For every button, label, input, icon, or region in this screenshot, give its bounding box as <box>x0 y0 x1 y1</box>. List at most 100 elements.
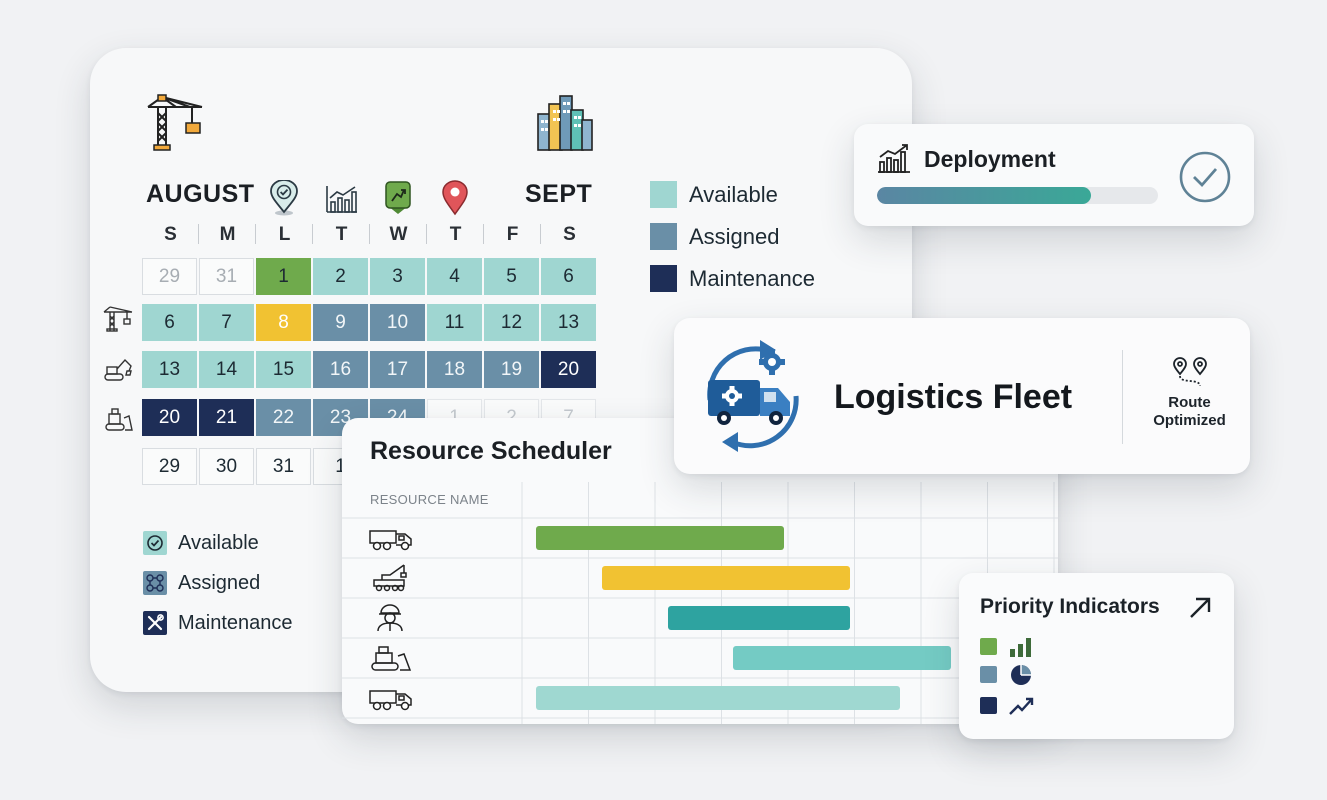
deployment-chart-icon <box>878 144 910 173</box>
bulldozer-small-icon <box>105 408 133 431</box>
schedule-bar-4[interactable] <box>536 686 901 710</box>
day-of-week-separator <box>198 224 199 244</box>
calendar-day-cell[interactable]: 22 <box>256 399 311 436</box>
calendar-day-cell[interactable]: 4 <box>427 258 482 295</box>
day-of-week-separator <box>483 224 484 244</box>
calendar-day-cell[interactable]: 21 <box>199 399 254 436</box>
priority-swatch-0 <box>980 638 997 655</box>
legend-available: Available <box>143 531 259 555</box>
tower-crane-icon <box>147 94 203 151</box>
dump-truck-icon <box>369 690 412 711</box>
calendar-day-cell[interactable]: 17 <box>370 351 425 388</box>
growth-chart-icon <box>326 186 357 213</box>
calendar-day-cell[interactable]: 6 <box>541 258 596 295</box>
priority-swatch-1 <box>980 666 997 683</box>
day-of-week-7: S <box>563 224 576 245</box>
calendar-day-cell[interactable]: 18 <box>427 351 482 388</box>
calendar-day-cell[interactable]: 2 <box>313 258 368 295</box>
calendar-day-cell[interactable]: 6 <box>142 304 197 341</box>
calendar-day-cell[interactable]: 1 <box>256 258 311 295</box>
day-of-week-separator <box>255 224 256 244</box>
deployment-card[interactable]: Deployment <box>854 124 1254 226</box>
logistics-fleet-card[interactable]: Logistics Fleet Route Optimized <box>674 318 1250 474</box>
calendar-day-cell[interactable]: 15 <box>256 351 311 388</box>
day-of-week-separator <box>426 224 427 244</box>
fleet-cycle-truck-icon <box>707 340 799 452</box>
calendar-day-cell[interactable]: 14 <box>199 351 254 388</box>
calendar-day-cell[interactable]: 5 <box>484 258 539 295</box>
check-circle-icon <box>1179 151 1231 203</box>
schedule-bar-0[interactable] <box>536 526 784 550</box>
schedule-bar-2[interactable] <box>667 606 850 630</box>
resource-scheduler-title: Resource Scheduler <box>370 437 612 465</box>
day-of-week-6: F <box>506 224 519 245</box>
scheduler-grid: RESOURCE NAME <box>342 482 1058 724</box>
legend-label: Available <box>689 181 778 207</box>
schedule-bar-1[interactable] <box>601 566 850 590</box>
calendar-day-cell[interactable]: 20 <box>142 399 197 436</box>
location-check-icon <box>270 180 298 216</box>
day-of-week-separator <box>312 224 313 244</box>
calendar-day-cell[interactable]: 31 <box>256 448 311 485</box>
trend-up-icon <box>1009 697 1034 715</box>
calendar-day-cell[interactable]: 9 <box>313 304 368 341</box>
month-label-august: AUGUST <box>146 180 255 208</box>
mobile-crane-icon <box>373 564 407 592</box>
legend-maintenance-label: Maintenance <box>178 611 293 634</box>
excavator-small-icon <box>104 358 132 381</box>
calendar-day-cell[interactable]: 12 <box>484 304 539 341</box>
map-pin-icon <box>442 180 468 216</box>
calendar-day-cell[interactable]: 29 <box>142 258 197 295</box>
calendar-day-cell[interactable]: 20 <box>541 351 596 388</box>
bulldozer-icon <box>371 646 412 671</box>
day-of-week-5: T <box>449 224 462 245</box>
day-of-week-0: S <box>164 224 177 245</box>
legend-label: Maintenance <box>689 265 815 291</box>
tools-icon <box>143 611 167 635</box>
month-label-sept: SEPT <box>525 180 593 208</box>
legend-item-assigned: Assigned <box>650 223 780 250</box>
day-of-week-4: W <box>389 224 408 245</box>
worker-icon <box>377 604 403 632</box>
calendar-day-cell[interactable]: 13 <box>541 304 596 341</box>
calendar-day-cell[interactable]: 8 <box>256 304 311 341</box>
day-of-week-1: M <box>219 224 236 245</box>
priority-indicators-card[interactable]: Priority Indicators <box>959 573 1234 739</box>
route-pins-icon <box>1173 357 1207 387</box>
check-circle-icon <box>143 531 167 555</box>
calendar-day-cell[interactable]: 31 <box>199 258 254 295</box>
legend-label: Assigned <box>689 223 780 249</box>
deployment-title: Deployment <box>924 146 1056 172</box>
calendar-day-cell[interactable]: 29 <box>142 448 197 485</box>
calendar-day-cell[interactable]: 13 <box>142 351 197 388</box>
legend-item-maintenance: Maintenance <box>650 265 815 292</box>
resource-name-header: RESOURCE NAME <box>370 492 489 507</box>
bar-chart-icon <box>1010 638 1031 657</box>
deployment-progress-fill <box>877 187 1091 204</box>
calendar-day-cell[interactable]: 3 <box>370 258 425 295</box>
legend-maintenance: Maintenance <box>143 611 293 635</box>
calendar-day-cell[interactable]: 11 <box>427 304 482 341</box>
legend-item-available: Available <box>650 181 778 208</box>
arrow-up-right-icon[interactable] <box>1187 595 1213 621</box>
deployment-progress-bar <box>877 187 1158 204</box>
dump-truck-icon <box>369 530 412 551</box>
route-optimized-label: Route Optimized <box>1137 394 1242 430</box>
day-of-week-separator <box>369 224 370 244</box>
legend-assigned-label: Assigned <box>178 571 261 594</box>
fleet-divider <box>1122 350 1123 444</box>
legend-available-label: Available <box>178 531 259 554</box>
location-worker-icon <box>385 181 411 214</box>
schedule-bar-3[interactable] <box>733 646 951 670</box>
route-label-line-1: Route <box>1168 394 1211 411</box>
calendar-day-cell[interactable]: 19 <box>484 351 539 388</box>
day-of-week-separator <box>540 224 541 244</box>
calendar-day-cell[interactable]: 30 <box>199 448 254 485</box>
city-buildings-icon <box>537 95 593 151</box>
assigned-pattern-icon <box>143 571 167 595</box>
pie-chart-icon <box>1011 665 1031 685</box>
calendar-day-cell[interactable]: 7 <box>199 304 254 341</box>
calendar-day-cell[interactable]: 16 <box>313 351 368 388</box>
route-label-line-2: Optimized <box>1153 412 1226 429</box>
calendar-day-cell[interactable]: 10 <box>370 304 425 341</box>
